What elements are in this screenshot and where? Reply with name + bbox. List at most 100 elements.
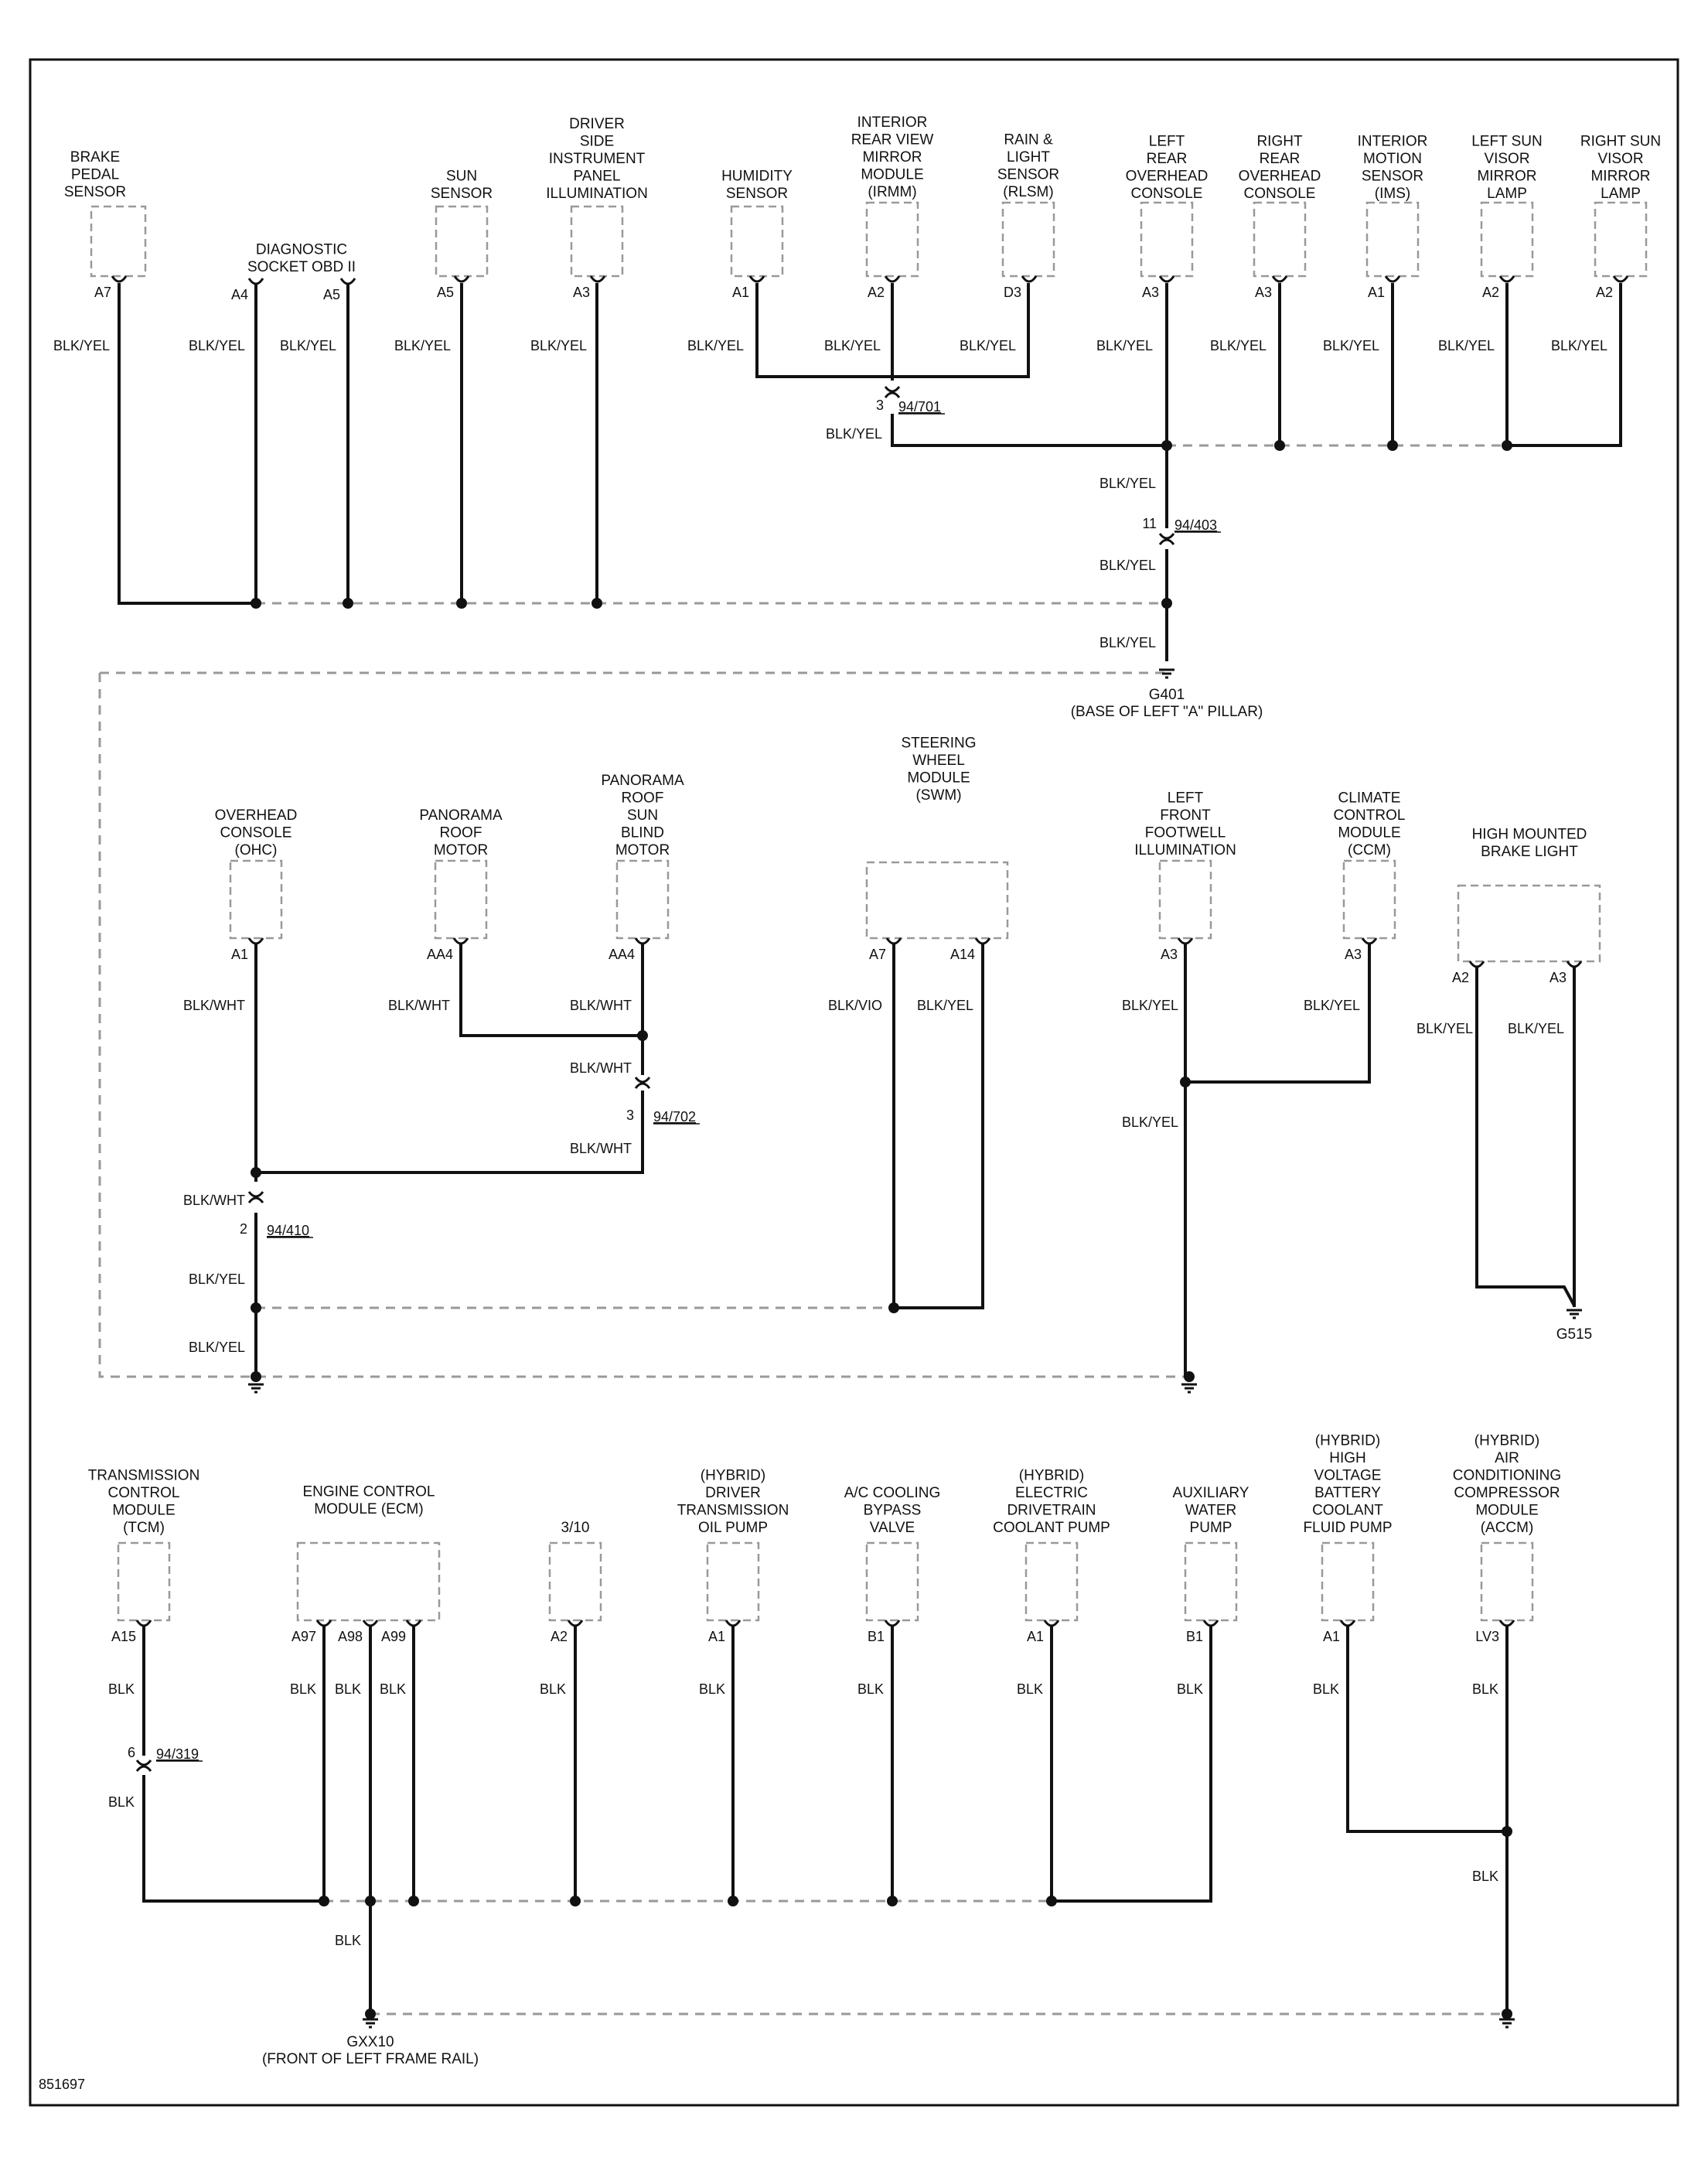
connector-pin-number: 6	[128, 1745, 135, 1760]
pin-label: A98	[338, 1629, 363, 1644]
pin-terminal	[884, 275, 901, 283]
wire	[1507, 283, 1622, 447]
component-box	[1480, 1541, 1534, 1622]
wire-color-label: BLK/YEL	[1096, 338, 1153, 353]
component-label: STEERING	[901, 736, 976, 752]
pin-label: A4	[231, 287, 248, 302]
dashed-wires	[98, 444, 1621, 2016]
component-label: (HYBRID)	[1019, 1468, 1084, 1484]
wire	[1185, 944, 1371, 1084]
component-box	[1024, 1541, 1079, 1622]
component-label: (HYBRID)	[701, 1468, 765, 1484]
wires	[118, 283, 1622, 2029]
pin-terminal	[724, 1620, 741, 1627]
splice-dot	[1161, 440, 1172, 451]
component-label: MODULE (ECM)	[314, 1501, 423, 1517]
pin-label: A2	[868, 285, 885, 300]
pin-label: A14	[950, 947, 975, 962]
wire-color-label: BLK	[335, 1933, 361, 1948]
splice-dot	[1502, 440, 1512, 451]
component-box	[1001, 201, 1055, 278]
component-label: OVERHEAD	[1126, 169, 1209, 185]
ground-location: (BASE OF LEFT "A" PILLAR)	[1071, 704, 1263, 720]
wire-color-label: BLK/YEL	[960, 338, 1016, 353]
wire-color-label: BLK/YEL	[394, 338, 451, 353]
component-label: ILLUMINATION	[1134, 842, 1236, 858]
component-label: (IMS)	[1375, 186, 1410, 202]
splice-dot	[1046, 1896, 1057, 1906]
component-label: TRANSMISSION	[677, 1503, 789, 1519]
component-label: (OHC)	[235, 842, 278, 858]
component-label: LIGHT	[1007, 149, 1050, 166]
wire-color-label: BLK/YEL	[1323, 338, 1379, 353]
wire	[891, 414, 1167, 447]
component-label: WATER	[1185, 1503, 1237, 1519]
inline-connector	[634, 1077, 651, 1084]
wire	[1346, 1626, 1507, 1833]
component-label: DRIVER	[569, 116, 625, 132]
figure-id: 851697	[39, 2077, 85, 2092]
wire-color-label: BLK/YEL	[1508, 1021, 1564, 1036]
wire-color-label: BLK/WHT	[570, 1060, 632, 1076]
pin-label: B1	[1186, 1629, 1203, 1644]
component-label: FLUID PUMP	[1303, 1520, 1392, 1536]
component-box	[1184, 1541, 1238, 1622]
component-label: (ACCM)	[1481, 1520, 1534, 1536]
component-label: LEFT	[1149, 134, 1185, 150]
pin-label: A1	[231, 947, 248, 962]
component-label: PEDAL	[71, 167, 119, 183]
splice-dot	[343, 598, 353, 609]
component-label: INTERIOR	[857, 114, 928, 131]
pin-terminal	[634, 937, 651, 945]
pin-terminal	[567, 1620, 584, 1627]
component-label: BYPASS	[864, 1503, 922, 1519]
component-label: BRAKE	[70, 149, 120, 166]
inline-connector	[884, 386, 901, 393]
component-label: SIDE	[580, 134, 614, 150]
pin-terminal	[247, 937, 264, 945]
pin-terminal	[1566, 961, 1583, 968]
component-box	[548, 1541, 602, 1622]
wire-color-label: BLK/YEL	[1551, 338, 1607, 353]
component-label: MIRROR	[1477, 169, 1536, 185]
wire-color-label: BLK/YEL	[1099, 558, 1156, 573]
component-box	[865, 861, 1009, 940]
pin-terminal	[405, 1620, 422, 1627]
wire-color-label: BLK	[1313, 1681, 1339, 1697]
pin-label: A2	[1452, 970, 1469, 985]
pin-terminal	[1612, 275, 1629, 283]
component-label: FRONT	[1160, 807, 1211, 824]
wire-color-label: BLK	[1472, 1869, 1498, 1884]
component-label: SENSOR	[997, 167, 1059, 183]
pin-label: A7	[869, 947, 886, 962]
wire-color-label: BLK/YEL	[1099, 635, 1156, 650]
splice-dot	[728, 1896, 738, 1906]
pin-terminal	[1361, 937, 1378, 945]
splice-dot	[251, 1167, 261, 1178]
component-box	[1457, 884, 1601, 963]
connector-id: 94/410	[267, 1223, 309, 1238]
wire-color-label: BLK/YEL	[1438, 338, 1495, 353]
inline-connector	[1158, 538, 1175, 545]
component-label: (HYBRID)	[1474, 1433, 1539, 1449]
component-label: PANORAMA	[601, 773, 684, 789]
pin-label: A3	[1345, 947, 1362, 962]
splice-dot	[1180, 1077, 1191, 1087]
component-box	[117, 1541, 171, 1622]
pin-terminal	[1271, 275, 1288, 283]
pin-label: A3	[1161, 947, 1178, 962]
pin-terminal	[748, 275, 765, 283]
component-label: CLIMATE	[1338, 790, 1401, 807]
component-label: (SWM)	[915, 787, 961, 804]
pin-terminal	[453, 275, 470, 283]
pin-label: A5	[323, 287, 340, 302]
pin-terminal	[452, 937, 469, 945]
component-box	[865, 1541, 919, 1622]
component-box	[434, 859, 488, 940]
component-box	[706, 1541, 760, 1622]
component-label: HIGH MOUNTED	[1472, 827, 1587, 843]
pin-label: A1	[732, 285, 749, 300]
pin-label: A2	[551, 1629, 568, 1644]
